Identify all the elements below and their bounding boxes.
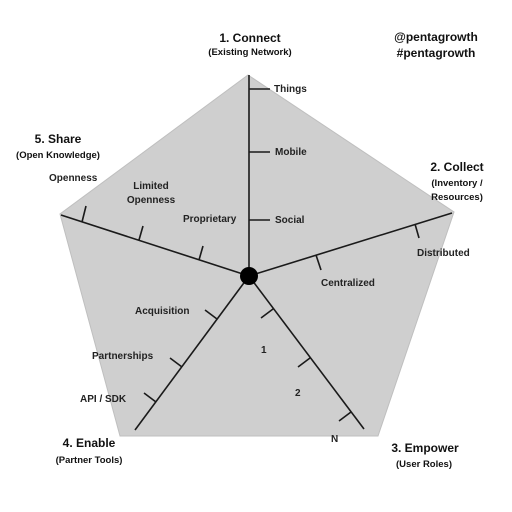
tick-share-proprietary: [198, 245, 204, 261]
connect-tick-social: Social: [275, 215, 305, 226]
social-handle: @pentagrowth: [394, 30, 478, 44]
collect-subtitle-line1: (Inventory /: [431, 178, 483, 189]
collect-tick-centralized: Centralized: [321, 278, 375, 289]
empower-subtitle: (User Roles): [396, 459, 452, 470]
empower-tick-1: 1: [261, 345, 267, 356]
empower-tick-2: 2: [295, 388, 301, 399]
share-tick-limited-line1: Limited: [133, 181, 169, 192]
share-tick-proprietary: Proprietary: [183, 214, 237, 225]
pentagon-shape: [59, 74, 455, 437]
tick-share-openness: [81, 205, 87, 223]
tick-empower-2: [297, 357, 311, 368]
collect-title: 2. Collect: [430, 160, 483, 174]
axes: [60, 75, 453, 431]
enable-subtitle: (Partner Tools): [56, 455, 123, 466]
axis-empower: [248, 275, 365, 430]
enable-tick-partnerships: Partnerships: [92, 351, 154, 362]
tick-enable-apisdk: [143, 392, 157, 403]
share-tick-limited-line2: Openness: [127, 195, 176, 206]
center-dot: [240, 267, 258, 285]
tick-enable-partnerships: [169, 357, 183, 368]
share-subtitle: (Open Knowledge): [16, 150, 100, 161]
axis-collect: [248, 212, 453, 277]
share-title: 5. Share: [35, 132, 82, 146]
share-tick-openness: Openness: [49, 173, 98, 184]
tick-collect-distributed: [414, 223, 420, 239]
tick-collect-centralized: [315, 254, 322, 271]
tick-share-limited: [138, 225, 144, 241]
empower-title: 3. Empower: [391, 441, 459, 455]
tick-empower-n: [338, 411, 352, 422]
connect-tick-things: Things: [274, 84, 307, 95]
connect-tick-mobile: Mobile: [275, 147, 307, 158]
social-hashtag: #pentagrowth: [397, 46, 476, 60]
connect-subtitle: (Existing Network): [208, 47, 291, 58]
collect-subtitle-line2: Resources): [431, 192, 483, 203]
axis-enable: [134, 275, 250, 431]
connect-title: 1. Connect: [219, 31, 280, 45]
axis-share: [60, 214, 250, 277]
enable-tick-acquisition: Acquisition: [135, 306, 189, 317]
enable-tick-apisdk: API / SDK: [80, 394, 127, 405]
collect-tick-distributed: Distributed: [417, 248, 470, 259]
tick-empower-1: [260, 308, 274, 319]
enable-title: 4. Enable: [63, 436, 116, 450]
empower-tick-n: N: [331, 434, 338, 445]
tick-enable-acquisition: [204, 309, 218, 320]
